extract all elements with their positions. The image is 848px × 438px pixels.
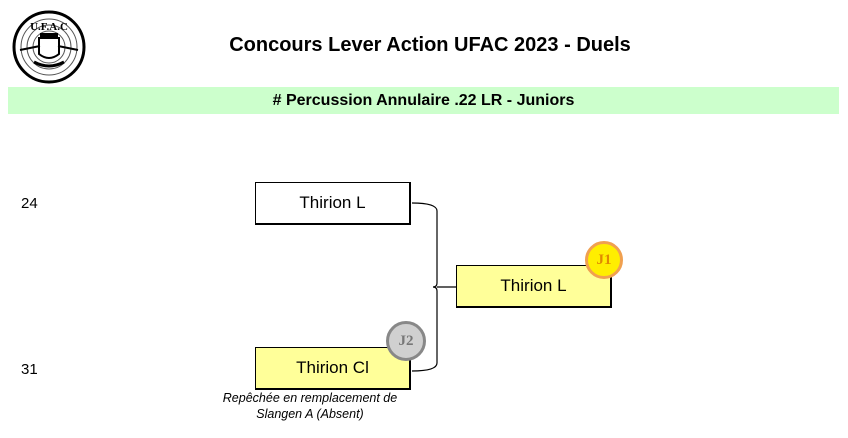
competitor-name: Thirion Cl [296, 358, 369, 377]
gold-medal-badge: J1 [585, 241, 623, 279]
category-banner: # Percussion Annulaire .22 LR - Juniors [8, 87, 839, 114]
silver-medal-badge: J2 [386, 321, 426, 361]
svg-text:U.F.A.C: U.F.A.C [30, 21, 68, 33]
note-line: Repêchée en remplacement de [222, 391, 398, 405]
competitor-box: Thirion Cl [255, 347, 411, 390]
ufac-logo: U.F.A.C [12, 10, 86, 84]
winner-box: Thirion L [456, 265, 612, 308]
seed-number: 24 [21, 195, 38, 212]
seed-number: 31 [21, 361, 38, 378]
note-line: Slangen A (Absent) [256, 407, 364, 421]
page-title: Concours Lever Action UFAC 2023 - Duels [229, 34, 631, 56]
competitor-box: Thirion L [255, 182, 411, 225]
bracket-connector [411, 202, 456, 372]
winner-name: Thirion L [500, 276, 567, 295]
competitor-name: Thirion L [299, 193, 366, 212]
replacement-note: Repêchée en remplacement de Slangen A (A… [190, 390, 430, 422]
